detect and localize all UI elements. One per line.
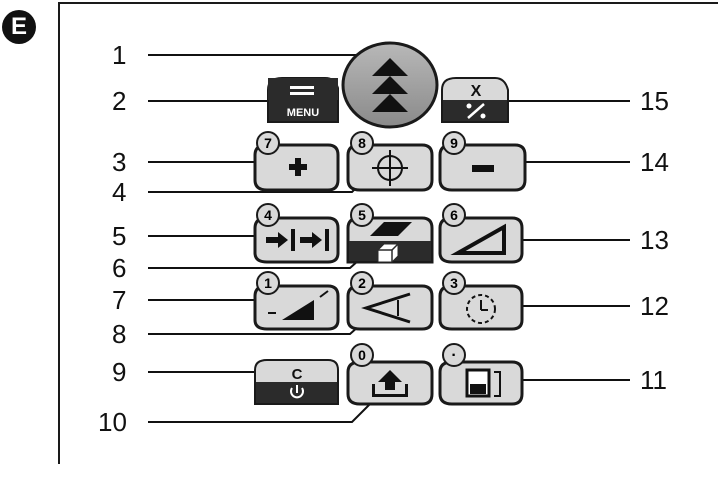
frame-left-line [58,2,60,464]
svg-text:7: 7 [264,135,272,151]
svg-text:4: 4 [264,207,272,223]
crosshair-icon [372,150,408,186]
x-key-label: X [471,83,482,100]
callout-14: 14 [640,147,669,177]
svg-text:6: 6 [450,207,458,223]
svg-text:1: 1 [264,275,272,291]
menu-lines-icon [290,86,314,95]
svg-text:5: 5 [358,207,366,223]
x-percent-key[interactable]: X [441,77,509,123]
battery-key[interactable] [438,360,524,406]
export-icon [372,370,408,397]
power-icon [290,385,304,399]
digit-6-badge: 6 [442,203,466,227]
menu-key[interactable]: MENU [267,77,339,123]
area-volume-icon [370,222,412,263]
clear-power-key[interactable]: C [254,359,339,405]
callout-7: 7 [112,285,127,315]
arrow-bar-icon [266,229,329,251]
callout-1: 1 [112,40,127,70]
digit-1-badge: 1 [256,271,280,295]
callout-6: 6 [112,253,127,283]
leader-10 [148,401,373,423]
digit-4-badge: 4 [256,203,280,227]
svg-text:2: 2 [358,275,366,291]
callout-10: 10 [98,407,127,437]
digit-7-badge: 7 [256,131,280,155]
up-key[interactable] [341,41,439,129]
frame-top-line [58,2,718,4]
section-badge: E [2,10,36,44]
svg-text:8: 8 [358,135,366,151]
plus-icon [289,158,307,176]
digit-8-badge: 8 [350,131,374,155]
area-volume-key[interactable] [346,216,434,264]
digit-2-badge: 2 [350,271,374,295]
battery-icon [465,368,501,398]
digit-5-badge: 5 [350,203,374,227]
callout-4: 4 [112,177,127,207]
callout-5: 5 [112,221,127,251]
svg-text:·: · [451,347,456,364]
callout-13: 13 [640,225,669,255]
digit-0-badge: 0 [350,343,374,367]
minus-icon [472,165,494,172]
callout-2: 2 [112,86,127,116]
callout-11: 11 [640,365,667,395]
x-percent-icon [466,103,486,119]
triangle-icon [450,223,506,255]
callout-15: 15 [640,86,669,116]
svg-text:3: 3 [450,275,458,291]
slope-icon [268,290,329,320]
digit-3-badge: 3 [442,271,466,295]
timer-icon [466,294,496,324]
callout-3: 3 [112,147,127,177]
callout-12: 12 [640,291,669,321]
angle-icon [361,292,411,324]
svg-text:0: 0 [358,347,366,363]
digit-9-badge: 9 [442,131,466,155]
callout-9: 9 [112,357,127,387]
menu-key-label: MENU [287,107,319,119]
svg-text:9: 9 [450,135,458,151]
double-up-arrow-icon [372,58,408,112]
timer-key[interactable] [438,284,524,331]
clear-key-label: C [292,366,303,383]
export-key[interactable] [346,360,434,406]
digit-dot-badge: · [442,343,466,367]
callout-8: 8 [112,319,127,349]
